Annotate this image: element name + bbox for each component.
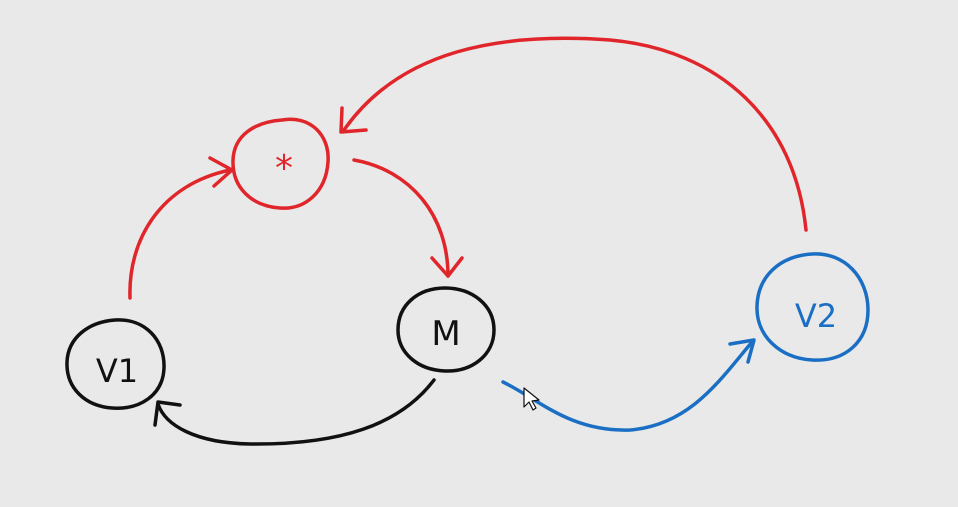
edge-v1-to-star (128, 156, 234, 300)
node-v2: V2 (755, 252, 870, 362)
edge-star-to-m (352, 158, 464, 278)
node-star: * (231, 117, 330, 210)
node-m: M (396, 286, 496, 373)
edge-v1-to-star-arrowhead (208, 156, 234, 188)
node-m-circle (396, 286, 496, 373)
node-star-label: * (275, 148, 293, 189)
edge-star-to-m-arrowhead (430, 256, 464, 278)
edge-m-to-v1-line (156, 378, 436, 446)
edge-m-to-v2 (501, 338, 756, 432)
edge-v1-to-star-line (128, 168, 232, 300)
mouse-pointer-icon (523, 387, 540, 411)
node-star-circle (231, 117, 330, 210)
node-m-label: M (431, 314, 460, 354)
node-v1-label: V1 (96, 352, 138, 390)
node-v1: V1 (65, 318, 166, 410)
edge-v2-to-star (339, 36, 808, 232)
edge-m-to-v1-arrowhead (153, 400, 182, 427)
node-v2-circle (755, 252, 870, 362)
edge-v2-to-star-line (342, 36, 808, 232)
edge-m-to-v2-arrowhead (728, 338, 756, 364)
node-v1-circle (65, 318, 166, 410)
node-v2-label: V2 (795, 297, 837, 335)
edge-v2-to-star-arrowhead (339, 106, 368, 134)
edge-star-to-m-line (352, 158, 450, 278)
edge-m-to-v2-line (501, 340, 754, 432)
edge-m-to-v1 (153, 378, 436, 446)
